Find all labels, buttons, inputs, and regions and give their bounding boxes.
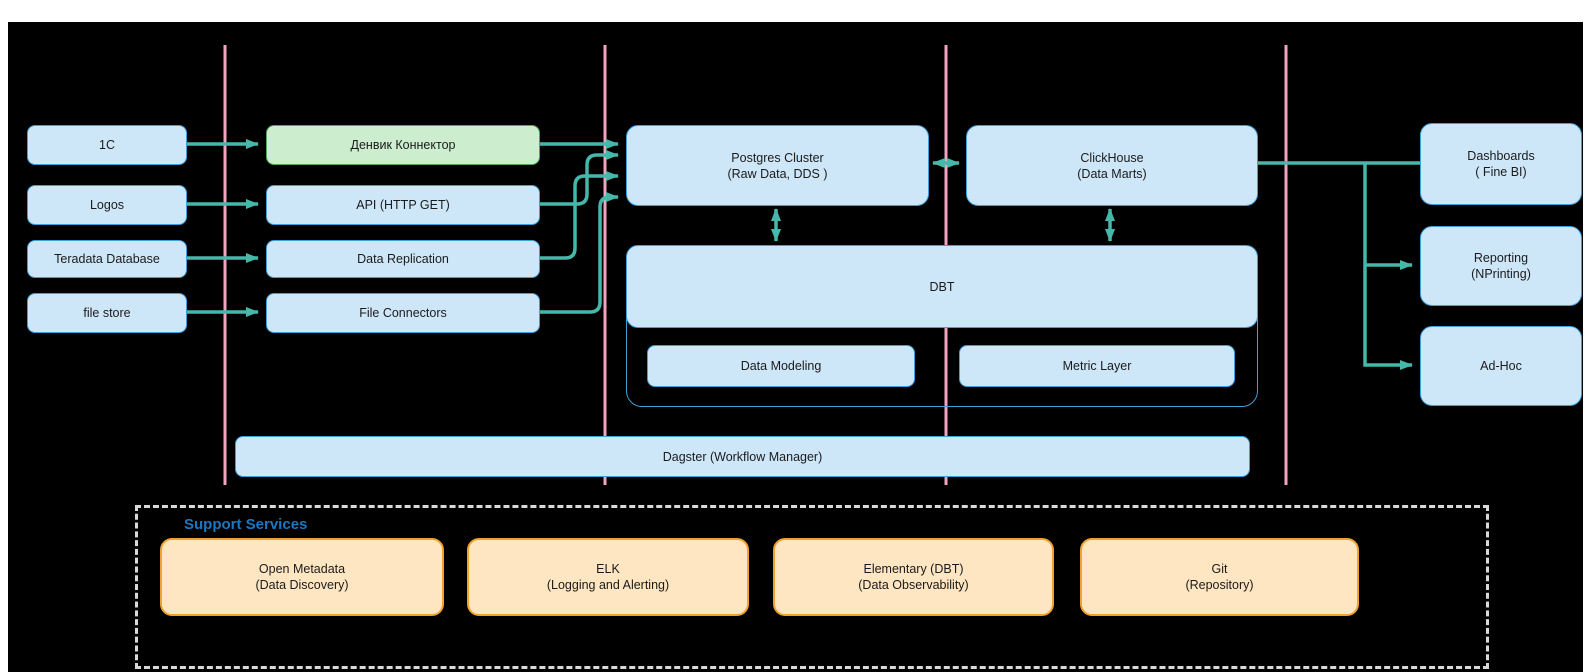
elementary-subtitle: (Data Observability)	[858, 578, 969, 592]
node-postgres-cluster: Postgres Cluster (Raw Data, DDS )	[626, 125, 929, 206]
elk-title: ELK	[596, 562, 620, 576]
open-metadata-title: Open Metadata	[258, 562, 346, 576]
edge-api-to-postgres	[538, 150, 619, 206]
open-metadata-subtitle: (Data Discovery)	[255, 578, 349, 592]
elementary-title: Elementary (DBT)	[863, 562, 964, 576]
support-services-group: Support Services	[135, 505, 1489, 669]
dbt-label: DBT	[929, 279, 955, 294]
edge-fileconnectors-to-postgres	[538, 192, 619, 314]
node-dashboards: Dashboards ( Fine BI)	[1420, 123, 1582, 205]
node-git: Git (Repository)	[1080, 538, 1359, 616]
clickhouse-title: ClickHouse	[1080, 150, 1144, 165]
node-teradata: Teradata Database	[27, 240, 187, 278]
support-services-title: Support Services	[184, 516, 308, 533]
node-denvik-label: Денвик Коннектор	[350, 138, 456, 152]
git-subtitle: (Repository)	[1185, 578, 1254, 592]
node-api-http-get: API (HTTP GET)	[266, 185, 540, 225]
node-1c: 1C	[27, 125, 187, 165]
postgres-title: Postgres Cluster	[731, 150, 824, 165]
node-dbt: DBT	[626, 245, 1258, 328]
node-file-connectors: File Connectors	[266, 293, 540, 333]
node-data-replication: Data Replication	[266, 240, 540, 278]
node-filestore-label: file store	[83, 306, 131, 320]
node-elk: ELK (Logging and Alerting)	[467, 538, 749, 616]
node-denvik-connector: Денвик Коннектор	[266, 125, 540, 165]
node-adhoc: Ad-Hoc	[1420, 326, 1582, 406]
node-teradata-label: Teradata Database	[54, 252, 160, 266]
node-logos-label: Logos	[89, 198, 125, 212]
git-title: Git	[1211, 562, 1228, 576]
node-reporting: Reporting (NPrinting)	[1420, 226, 1582, 306]
node-1c-label: 1C	[99, 138, 115, 152]
node-fileconnectors-label: File Connectors	[359, 306, 447, 320]
postgres-subtitle: (Raw Data, DDS )	[727, 166, 828, 181]
node-open-metadata: Open Metadata (Data Discovery)	[160, 538, 444, 616]
adhoc-title: Ad-Hoc	[1480, 359, 1522, 373]
clickhouse-subtitle: (Data Marts)	[1077, 166, 1147, 181]
elk-subtitle: (Logging and Alerting)	[546, 578, 670, 592]
dashboards-subtitle: ( Fine BI)	[1475, 165, 1527, 179]
metric-layer-label: Metric Layer	[1062, 359, 1132, 373]
diagram-canvas: 1C Logos Teradata Database file store Де…	[8, 22, 1583, 672]
reporting-subtitle: (NPrinting)	[1471, 267, 1531, 281]
node-metric-layer: Metric Layer	[959, 345, 1235, 387]
dashboards-title: Dashboards	[1467, 149, 1535, 163]
node-data-modeling: Data Modeling	[647, 345, 915, 387]
node-dagster: Dagster (Workflow Manager)	[235, 436, 1250, 477]
data-modeling-label: Data Modeling	[740, 359, 822, 373]
node-elementary: Elementary (DBT) (Data Observability)	[773, 538, 1054, 616]
node-logos: Logos	[27, 185, 187, 225]
node-api-label: API (HTTP GET)	[356, 198, 450, 212]
connector-layer	[185, 45, 1420, 485]
edge-branch-to-adhoc	[1363, 163, 1413, 370]
node-filestore: file store	[27, 293, 187, 333]
node-clickhouse: ClickHouse (Data Marts)	[966, 125, 1258, 206]
reporting-title: Reporting	[1473, 251, 1529, 265]
edge-replication-to-postgres	[538, 171, 619, 260]
node-replication-label: Data Replication	[357, 252, 449, 266]
dagster-label: Dagster (Workflow Manager)	[662, 449, 823, 464]
